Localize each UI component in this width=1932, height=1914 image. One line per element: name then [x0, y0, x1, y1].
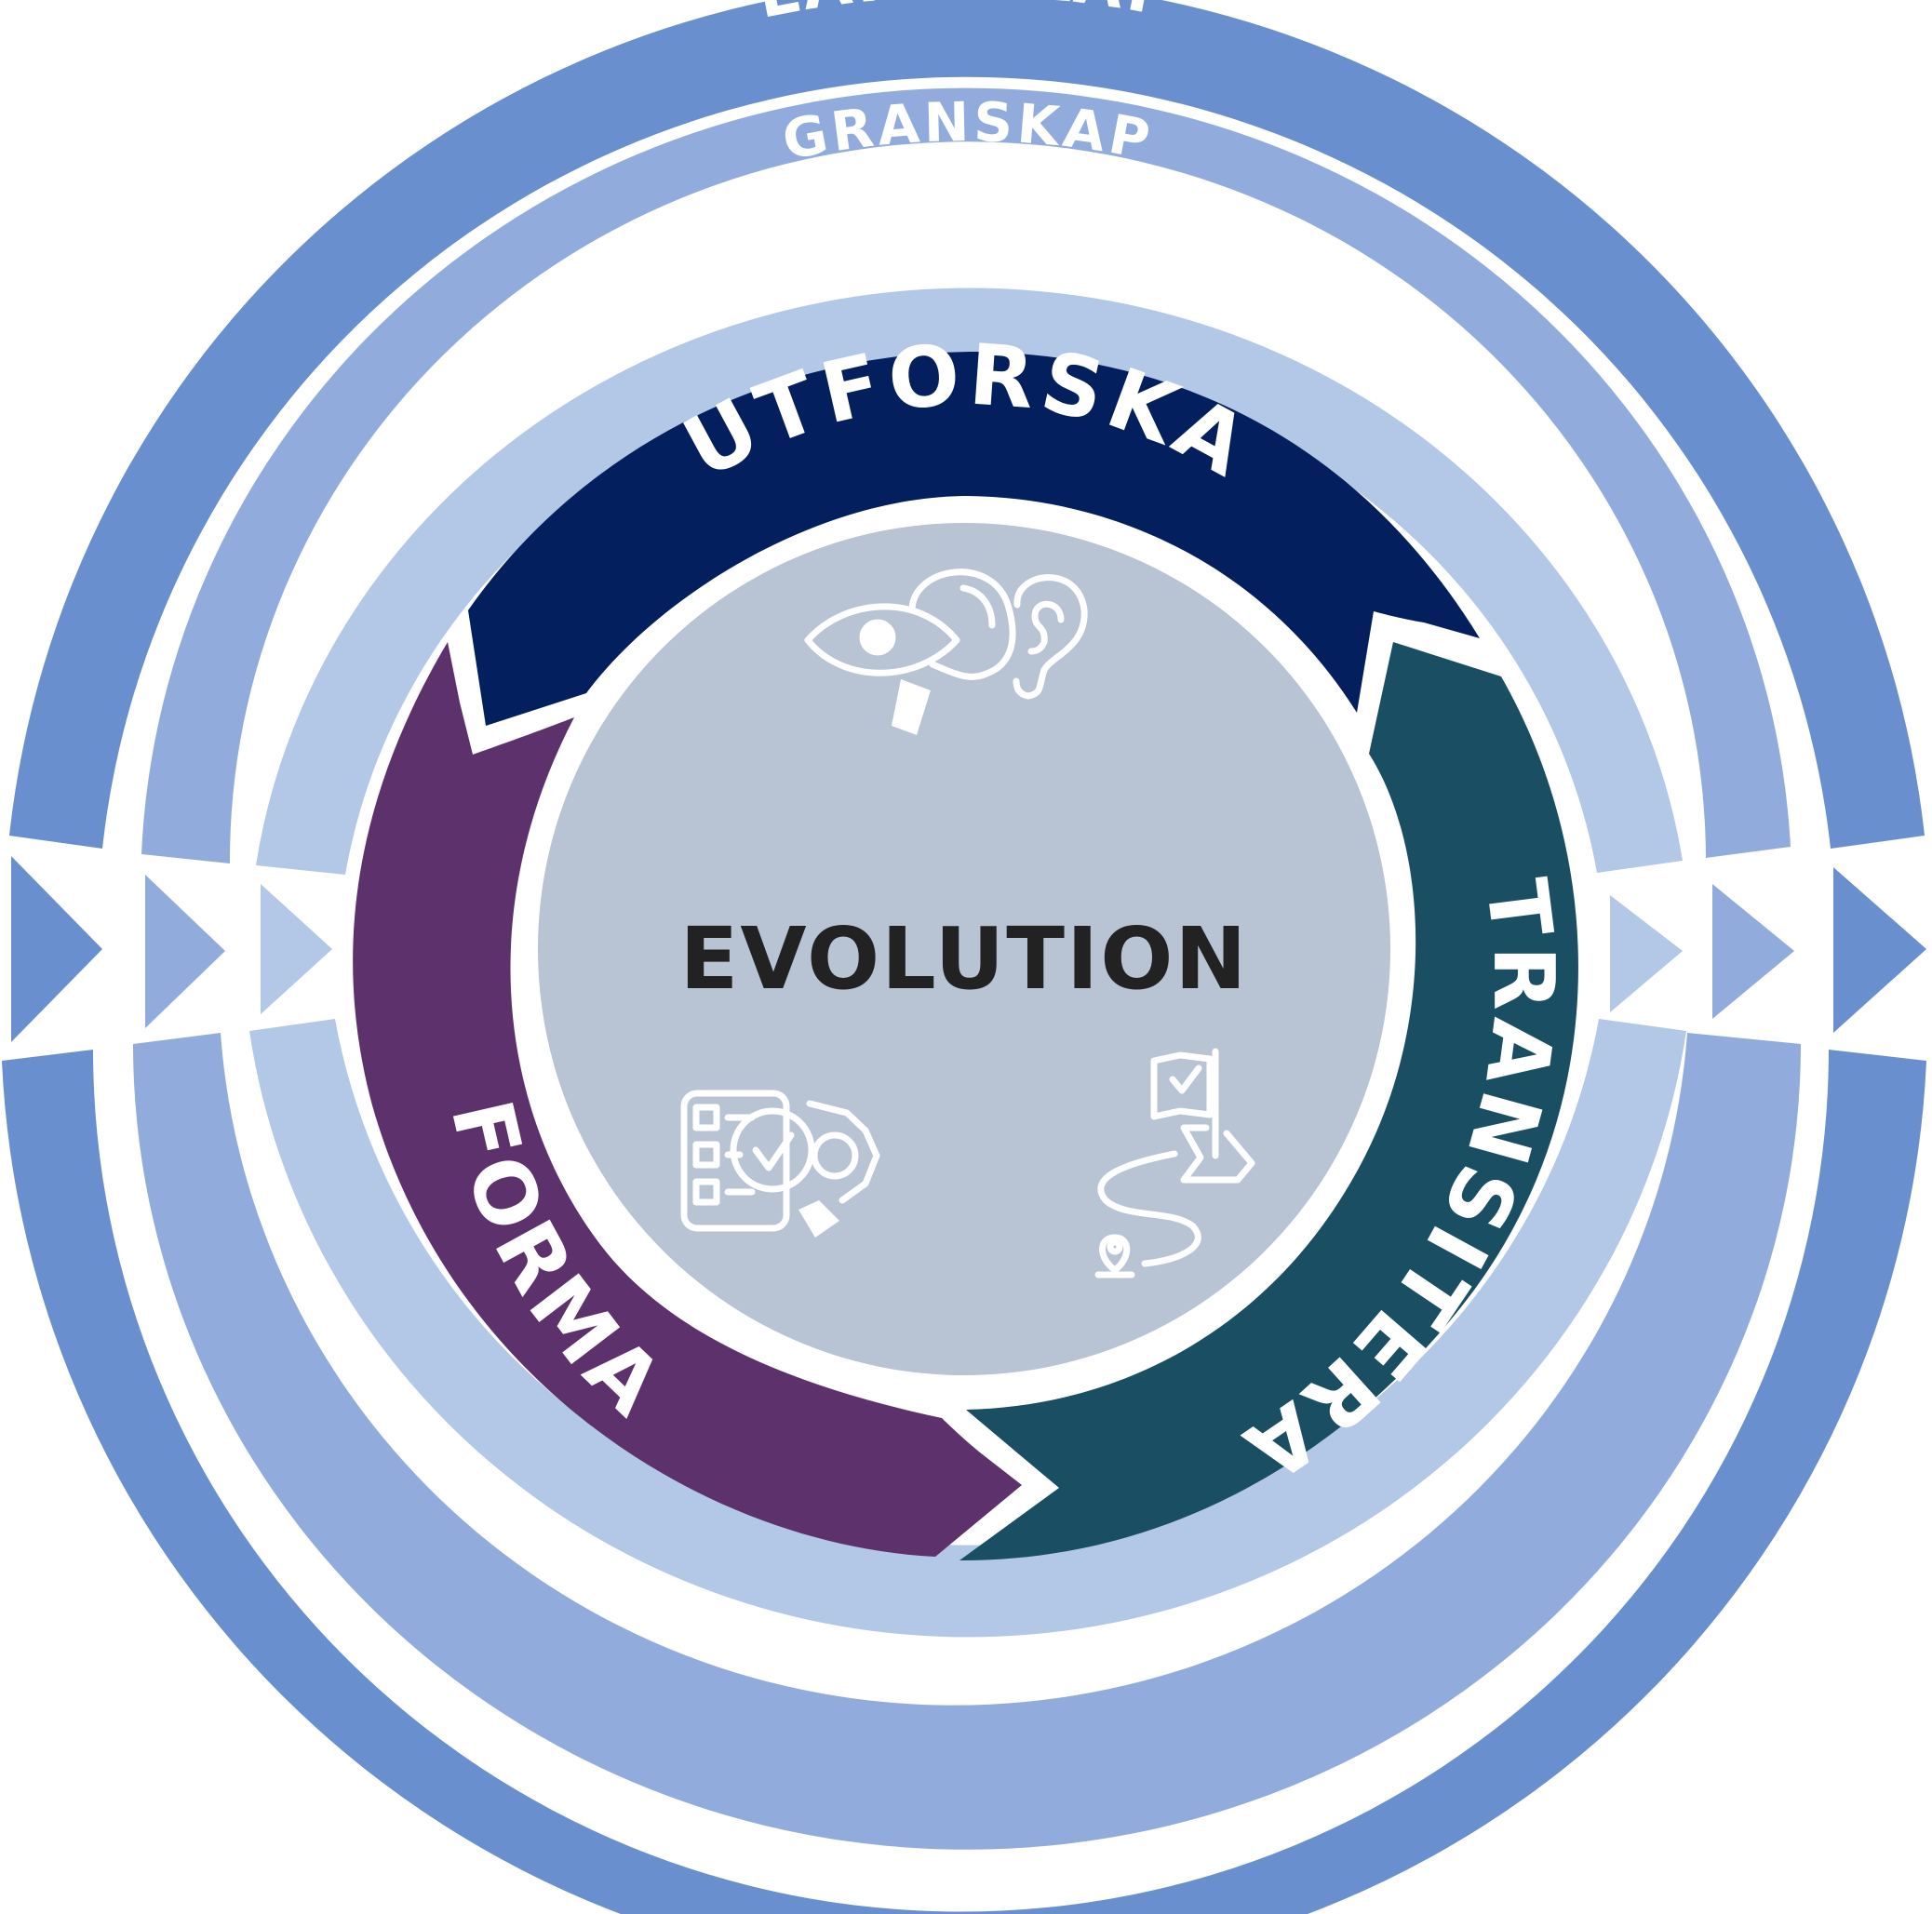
ring-landskap-left-arrow	[11, 856, 102, 1042]
ring-omrade-right-arrow	[1610, 895, 1683, 1012]
ring-granskap-bottom	[133, 1033, 1801, 1850]
phase-explore-arrow	[468, 352, 1480, 726]
ring-omrade	[249, 288, 1686, 1638]
center-disc	[538, 523, 1390, 1375]
ring-granskap-label: GRANSKAP	[778, 90, 1155, 172]
ring-landskap-right-arrow	[1833, 867, 1926, 1033]
svg-text:OMRÅDE: OMRÅDE	[823, 211, 1113, 285]
ring-omrade-top	[256, 288, 1683, 875]
ring-granskap-left-arrow	[145, 875, 225, 1028]
eye-head-icon	[804, 569, 1088, 735]
ring-omrade-label: OMRÅDE	[823, 211, 1109, 285]
ring-granskap	[133, 87, 1801, 1850]
map-route-icon	[1094, 1048, 1255, 1278]
phase-transition-arrow	[959, 642, 1578, 1561]
ring-granskap-right-arrow	[1712, 884, 1794, 1019]
svg-text:GRANSKAP: GRANSKAP	[778, 90, 1159, 172]
phase-form-arrow	[353, 642, 1022, 1557]
center-label: EVOLUTION	[680, 909, 1249, 1009]
ring-omrade-left-arrow	[261, 884, 332, 1014]
checklist-gear-icon	[680, 1090, 880, 1238]
ring-landskap-top	[9, 0, 1925, 849]
ring-omrade-bottom	[249, 1019, 1686, 1638]
